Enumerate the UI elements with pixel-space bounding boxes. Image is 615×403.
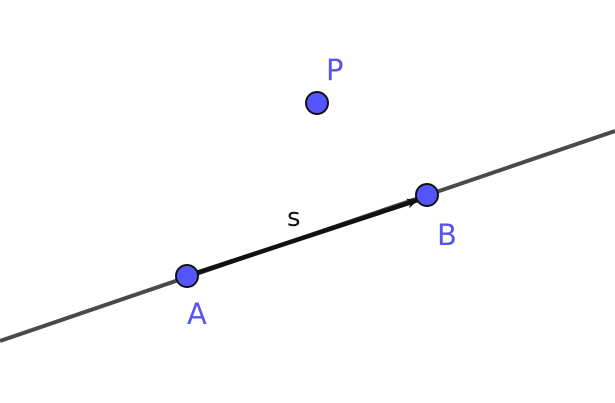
point-b-label: B (437, 218, 457, 252)
point-a[interactable] (175, 264, 199, 288)
vector-s-label: s (287, 203, 301, 233)
point-b[interactable] (415, 183, 439, 207)
point-a-label: A (187, 297, 207, 331)
vector-s[interactable] (186, 197, 419, 279)
point-p-label: P (326, 53, 344, 87)
point-p[interactable] (305, 91, 329, 115)
